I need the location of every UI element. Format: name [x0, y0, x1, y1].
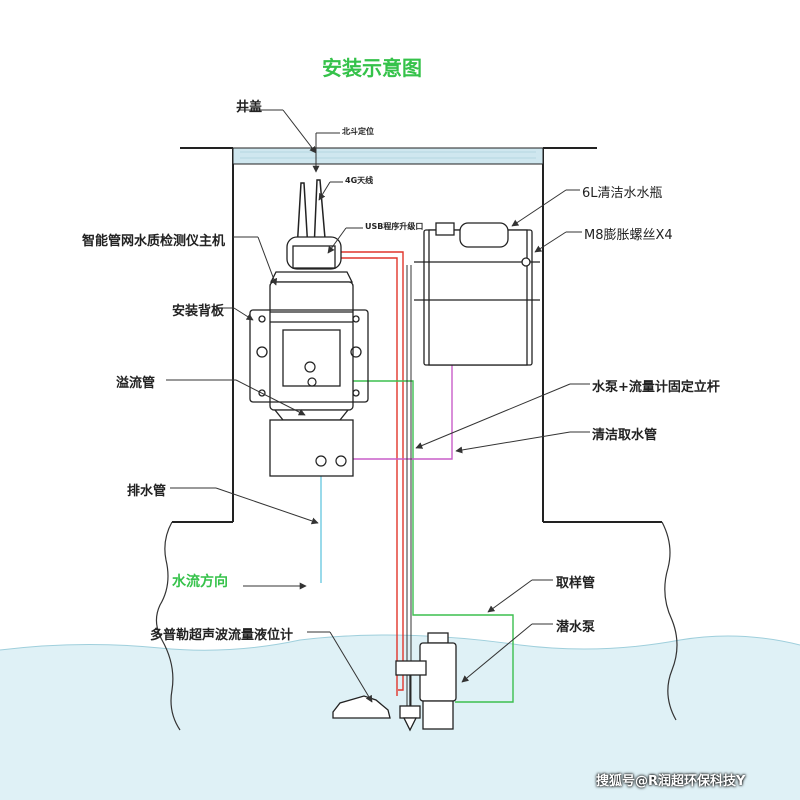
- label-4g-antenna: 4G天线: [345, 176, 374, 185]
- label-pump: 潜水泵: [556, 620, 596, 635]
- label-pole: 水泵+流量计固定立杆: [592, 380, 720, 395]
- label-bolt: M8膨胀螺丝X4: [584, 228, 673, 243]
- label-overflow-pipe: 溢流管: [116, 376, 156, 391]
- label-host: 智能管网水质检测仪主机: [82, 234, 226, 249]
- water-surface-line: [0, 634, 800, 651]
- label-well-cover: 井盖: [236, 100, 263, 115]
- sampling-pipe-green: [315, 380, 514, 703]
- label-sample-pipe: 取样管: [556, 576, 596, 591]
- label-clean-pipe: 清洁取水管: [592, 428, 658, 443]
- watermark: 搜狐号@R润超环保科技Y: [596, 774, 746, 789]
- pipe-channel: [155, 521, 678, 731]
- host-fittings: [304, 361, 347, 467]
- label-beidou: 北斗定位: [342, 127, 374, 136]
- host-device: [269, 236, 354, 477]
- doppler-meter: [332, 695, 391, 719]
- fixing-pole: [406, 265, 412, 710]
- backplate: [249, 309, 369, 403]
- label-flow-direction: 水流方向: [172, 574, 228, 590]
- label-backplate: 安装背板: [172, 304, 225, 319]
- leader-lines: [166, 109, 590, 703]
- label-usb-port: USB程序升级口: [365, 222, 424, 231]
- well-shaft: [172, 147, 662, 523]
- red-pipe: [334, 251, 404, 696]
- well-cover: [232, 147, 544, 165]
- label-drain-pipe: 排水管: [127, 484, 167, 499]
- diagram-title: 安装示意图: [322, 56, 422, 80]
- submersible-pump: [395, 632, 457, 732]
- label-bottle: 6L清洁水水瓶: [582, 186, 663, 201]
- water-bottle: [414, 222, 540, 366]
- label-doppler: 多普勒超声波流量液位计: [150, 628, 294, 643]
